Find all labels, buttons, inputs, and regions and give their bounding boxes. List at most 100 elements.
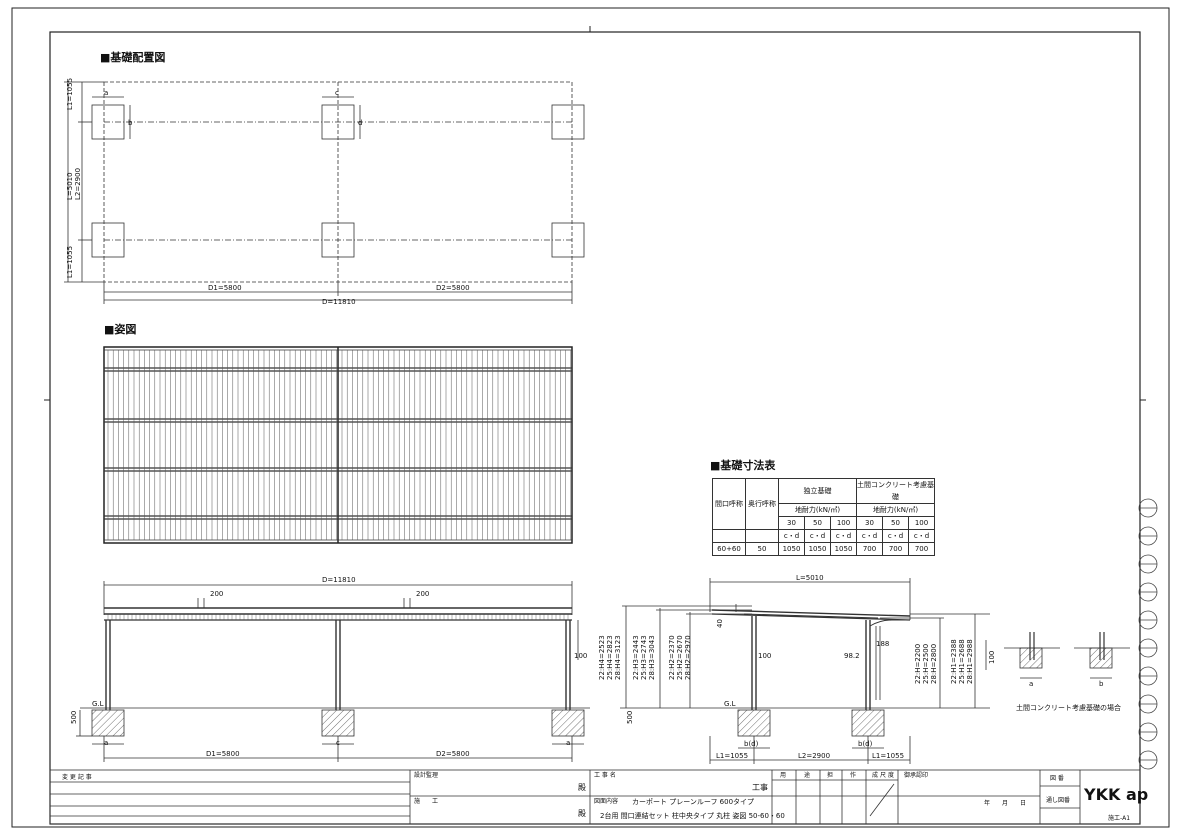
side-hb: 25:H=2500 bbox=[922, 644, 930, 684]
side-100b: 100 bbox=[988, 651, 996, 664]
front-a2: a bbox=[566, 739, 570, 747]
front-D: D=11810 bbox=[322, 576, 356, 584]
side-h2b: 25:H2=2670 bbox=[676, 635, 684, 680]
tb-construct-label: 施 工 bbox=[414, 797, 438, 805]
tb-code: 施工-A1 bbox=[1108, 814, 1130, 822]
tb-h-ken: 担 bbox=[827, 771, 833, 779]
side-h3: 22:H3=2443 bbox=[632, 635, 640, 680]
earth-footing-details bbox=[1004, 632, 1130, 679]
side-h2: 22:H2=2370 bbox=[668, 635, 676, 680]
front-500: 500 bbox=[70, 711, 78, 724]
side-188: 188 bbox=[876, 640, 889, 648]
side-40: 40 bbox=[716, 619, 724, 628]
row-opening: 60+60 bbox=[712, 542, 746, 556]
front-a: a bbox=[104, 739, 108, 747]
col-depth: 奥行呼称 bbox=[745, 478, 779, 530]
side-h1c: 28:H1=2988 bbox=[966, 639, 974, 684]
side-h: 22:H=2200 bbox=[914, 644, 922, 684]
tb-approval: 御承認印 bbox=[904, 771, 928, 779]
earth-a: a bbox=[1029, 680, 1033, 688]
plan-c: c bbox=[335, 89, 339, 97]
foundation-size-table: 間口呼称 奥行呼称 独立基礎 土間コンクリート考慮基礎 地耐力(kN/㎡) 地耐… bbox=[712, 478, 935, 556]
plan-L1-bottom: L1=1055 bbox=[66, 246, 74, 278]
plan-D: D=11810 bbox=[322, 298, 356, 306]
side-h3b: 25:H3=2743 bbox=[640, 635, 648, 680]
plan-L: L=5010 bbox=[66, 172, 74, 200]
b30: 30 bbox=[778, 516, 805, 530]
side-bd1: b(d) bbox=[744, 740, 759, 748]
front-200b: 200 bbox=[416, 590, 429, 598]
side-elevation bbox=[620, 578, 990, 764]
side-h4: 22:H4=2523 bbox=[598, 635, 606, 680]
tb-h-do: 度 bbox=[888, 771, 894, 779]
tb-content2: 2台用 間口連結セット 柱中央タイプ 丸柱 姿図 50-60・60 bbox=[600, 811, 785, 820]
plan-L2: L2=2900 bbox=[74, 168, 82, 200]
front-D2: D2=5800 bbox=[436, 750, 470, 758]
side-bd2: b(d) bbox=[858, 740, 873, 748]
side-h3c: 28:H3=3043 bbox=[648, 635, 656, 680]
tb-dono2: 殿 bbox=[578, 809, 586, 818]
front-c: c bbox=[336, 739, 340, 747]
tb-logo: YKK ap bbox=[1083, 785, 1148, 804]
front-200a: 200 bbox=[210, 590, 223, 598]
cd2: c・d bbox=[804, 529, 831, 543]
grp-indep: 独立基礎 bbox=[778, 478, 857, 504]
b100: 100 bbox=[830, 516, 857, 530]
tb-drawing-label: 図面内容 bbox=[594, 797, 618, 805]
side-L: L=5010 bbox=[796, 574, 824, 582]
side-L1b: L1=1055 bbox=[872, 752, 904, 760]
cd4: c・d bbox=[856, 529, 883, 543]
front-100: 100 bbox=[574, 652, 587, 660]
side-L2: L2=2900 bbox=[798, 752, 830, 760]
plan-L1-top: L1=1055 bbox=[66, 78, 74, 110]
grp-earth: 土間コンクリート考慮基礎 bbox=[856, 478, 935, 504]
side-h1: 22:H1=2388 bbox=[950, 639, 958, 684]
cd5: c・d bbox=[882, 529, 909, 543]
row-depth: 50 bbox=[745, 542, 779, 556]
side-hc: 28:H=2800 bbox=[930, 644, 938, 684]
section-title-view: 姿図 bbox=[104, 321, 136, 337]
e50: 50 bbox=[882, 516, 909, 530]
v6: 700 bbox=[908, 542, 935, 556]
earth-b: b bbox=[1099, 680, 1104, 688]
section-title-layout: 基礎配置図 bbox=[100, 49, 165, 65]
side-98: 98.2 bbox=[844, 652, 860, 660]
foundation-plan bbox=[64, 81, 585, 304]
bearing-earth: 地耐力(kN/㎡) bbox=[856, 503, 935, 517]
earth-note: 土間コンクリート考慮基礎の場合 bbox=[1016, 703, 1121, 712]
front-elevation bbox=[76, 581, 590, 762]
plan-D2: D2=5800 bbox=[436, 284, 470, 292]
tb-h-sei: 成 bbox=[872, 771, 878, 779]
side-100: 100 bbox=[758, 652, 771, 660]
outer-frame bbox=[11, 7, 1170, 828]
tb-date: 年 月 日 bbox=[984, 799, 1026, 807]
tb-project-label: 工 事 名 bbox=[594, 771, 616, 779]
side-h4b: 25:H4=2823 bbox=[606, 635, 614, 680]
roof-top-view bbox=[103, 346, 573, 544]
v2: 1050 bbox=[804, 542, 831, 556]
plan-D1: D1=5800 bbox=[208, 284, 242, 292]
v5: 700 bbox=[882, 542, 909, 556]
tb-tsushi: 通し図番 bbox=[1046, 796, 1070, 804]
v3: 1050 bbox=[830, 542, 857, 556]
b50: 50 bbox=[804, 516, 831, 530]
tb-dono1: 殿 bbox=[578, 783, 586, 792]
col-opening: 間口呼称 bbox=[712, 478, 746, 530]
e30: 30 bbox=[856, 516, 883, 530]
cd3: c・d bbox=[830, 529, 857, 543]
revision-circles bbox=[1138, 498, 1158, 770]
plan-d: d bbox=[358, 119, 362, 127]
plan-a: a bbox=[104, 89, 108, 97]
tb-h-min: 尺 bbox=[880, 772, 886, 779]
side-h2c: 28:H2=2970 bbox=[684, 635, 692, 680]
front-D1: D1=5800 bbox=[206, 750, 240, 758]
side-L1a: L1=1055 bbox=[716, 752, 748, 760]
tb-h-kin: 途 bbox=[804, 771, 810, 779]
front-gl: G.L bbox=[92, 700, 104, 708]
plan-b: b bbox=[128, 119, 133, 127]
cd1: c・d bbox=[778, 529, 805, 543]
side-h1b: 25:H1=2688 bbox=[958, 639, 966, 684]
tb-work: 工事 bbox=[752, 782, 768, 792]
tb-h-yo: 用 bbox=[780, 772, 786, 779]
tb-change-label: 変 更 記 事 bbox=[62, 773, 92, 781]
